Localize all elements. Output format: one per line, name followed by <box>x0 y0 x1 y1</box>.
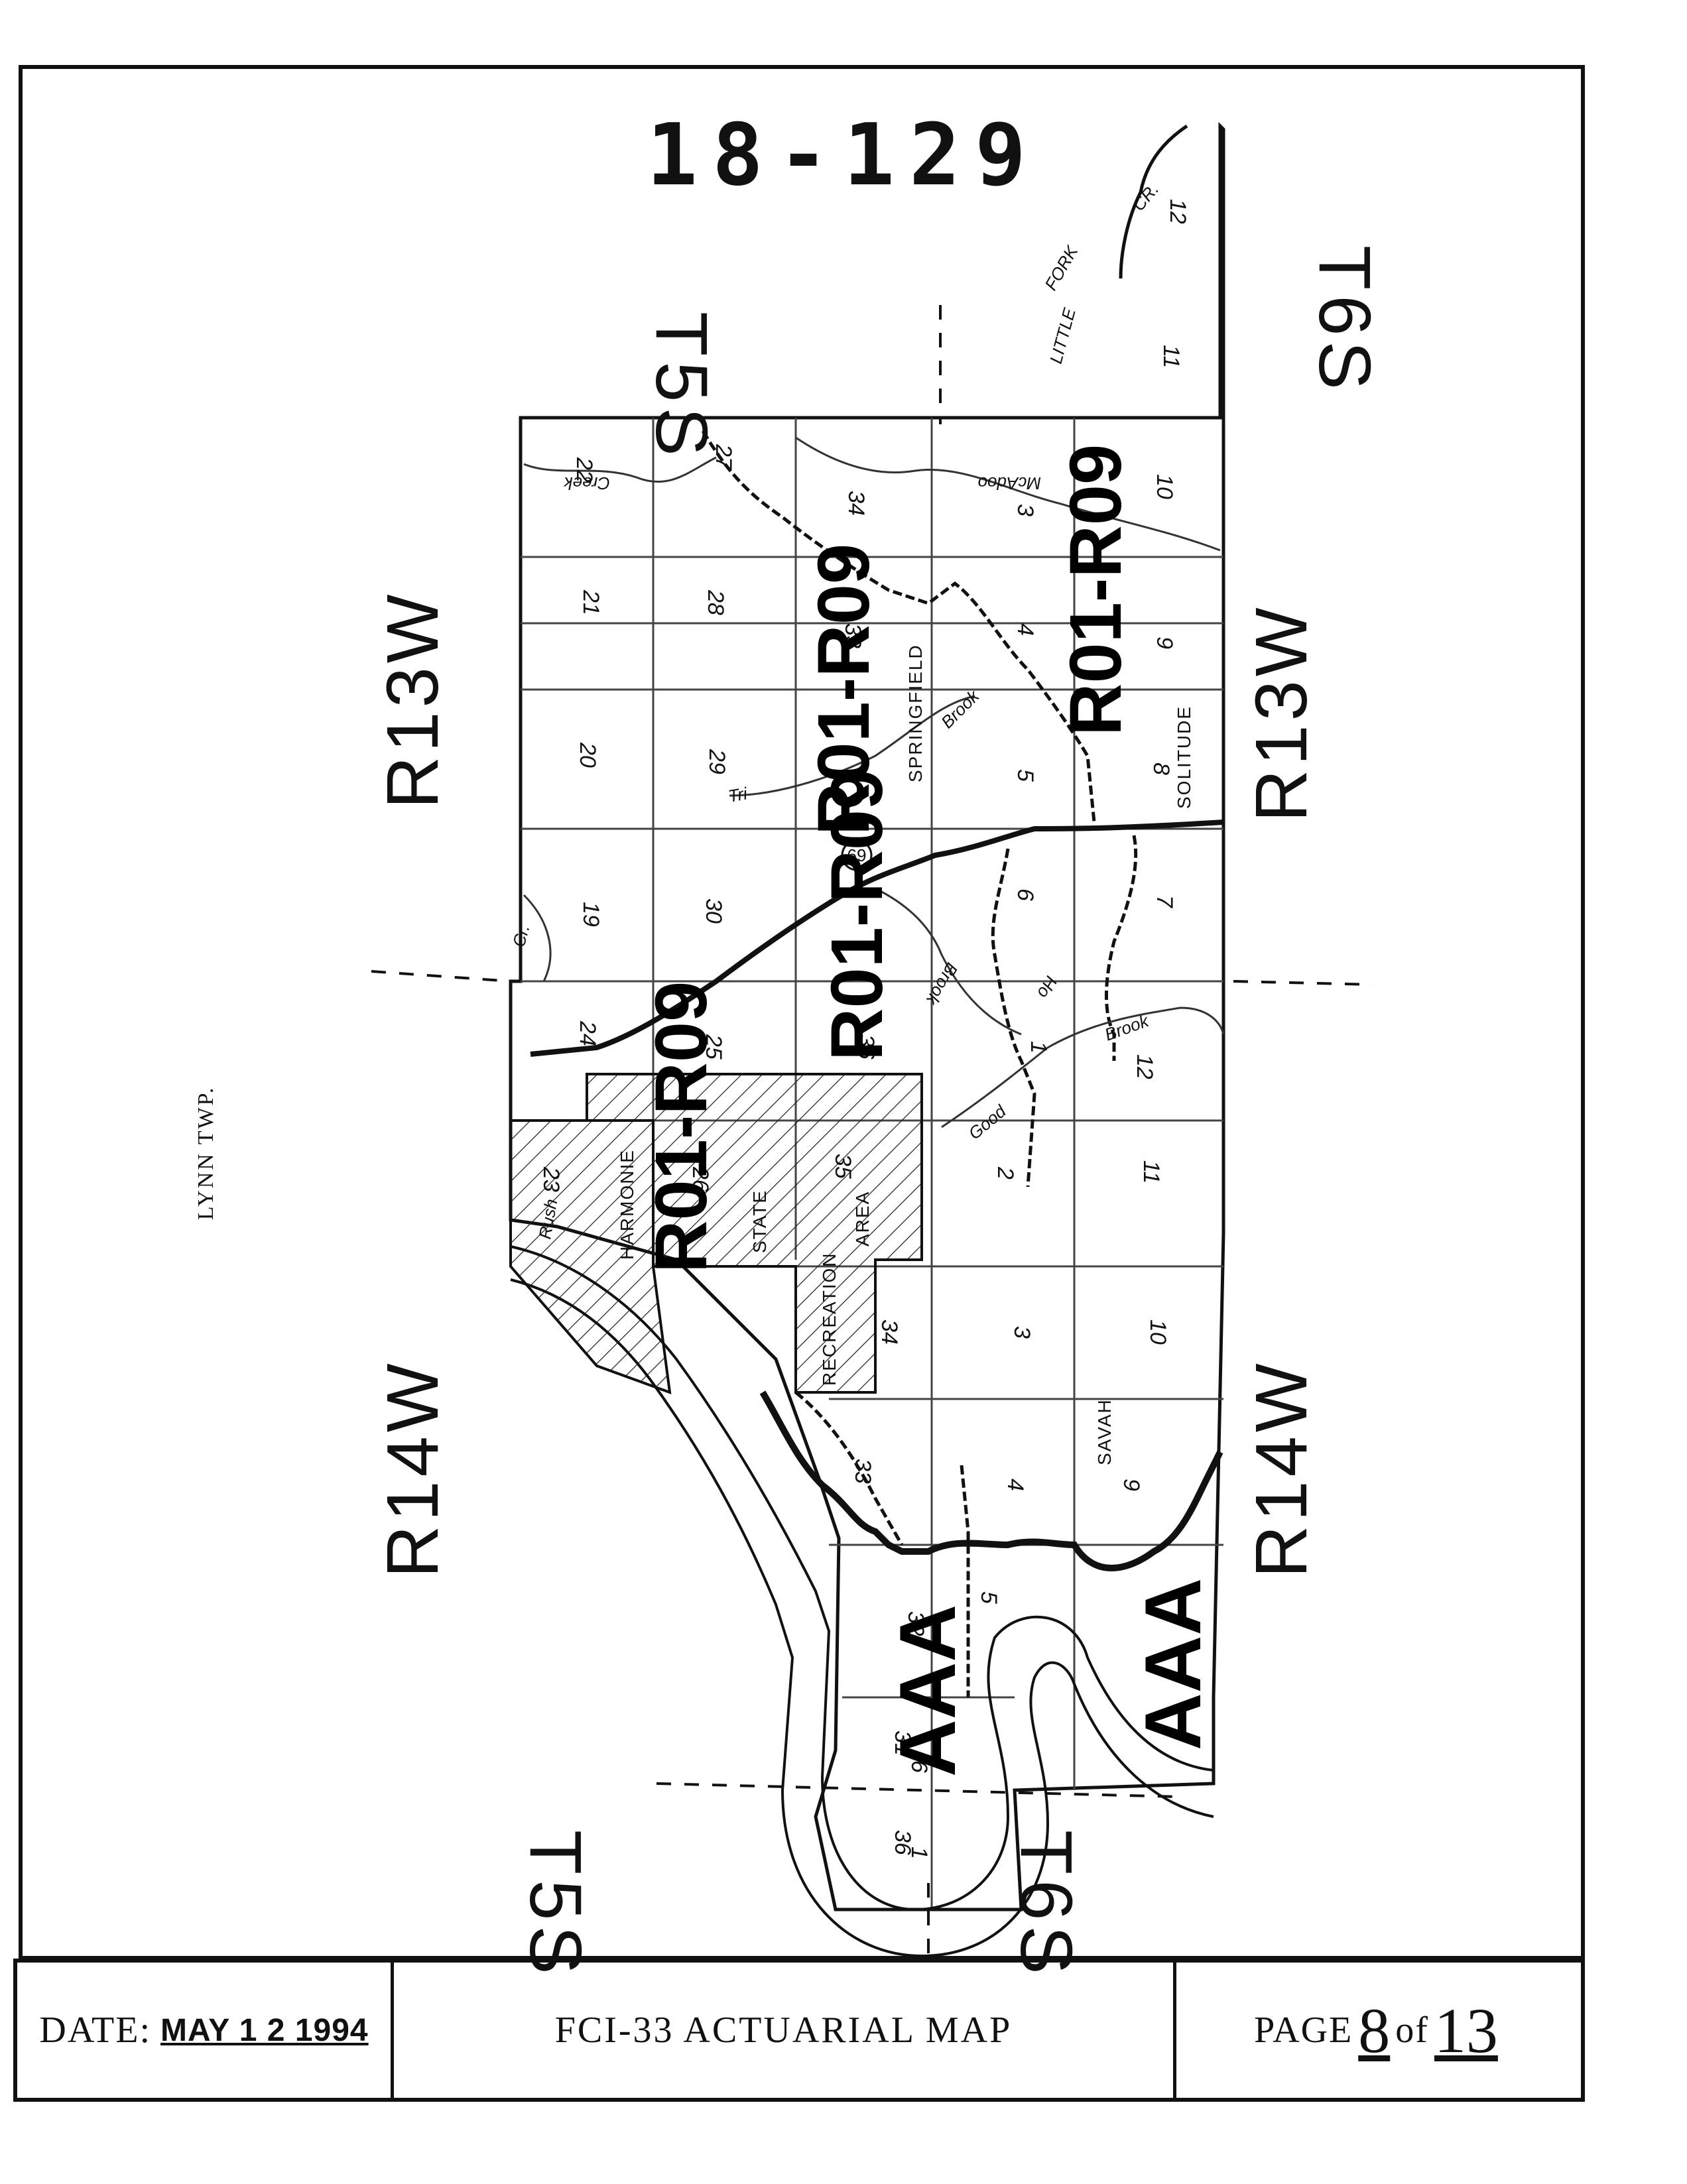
section-number: 36 <box>890 1830 915 1855</box>
zone-labels: R01-R09 R01-R09 R01-R09 R01-R09 AAA AAA <box>641 444 1218 1777</box>
section-number: 5 <box>976 1591 1001 1604</box>
place-solitude: SOLITUDE <box>1174 705 1194 809</box>
section-number: 9 <box>1152 637 1177 649</box>
map-frame <box>19 65 1585 1960</box>
page-total: 13 <box>1434 1994 1498 2066</box>
label-r14w-right: R14W <box>1241 1359 1322 1578</box>
section-number: 35 <box>830 1154 855 1179</box>
section-grid <box>521 418 1223 1910</box>
section-number: 36 <box>853 1034 879 1060</box>
section-number: 28 <box>703 589 728 615</box>
section-number: 3 <box>1009 1326 1034 1339</box>
zone-label-aaa: AAA <box>1129 1578 1218 1750</box>
section-number: 1 <box>1026 1041 1051 1054</box>
zone-label-r01-r09: R01-R09 <box>816 769 898 1061</box>
section-number: 12 <box>1132 1054 1157 1079</box>
section-number: 20 <box>575 742 600 768</box>
water-cr-2: Cr. <box>509 922 534 949</box>
footer-bar: DATE: MAY 1 2 1994 FCI-33 ACTUARIAL MAP … <box>13 1959 1585 2102</box>
section-number: 8 <box>1149 762 1174 775</box>
section-number: 6 <box>1013 888 1038 901</box>
section-number: 26 <box>688 1166 713 1192</box>
zone-label-r01-r09: R01-R09 <box>641 981 722 1273</box>
section-number: 9 <box>1119 1479 1144 1491</box>
section-number: 19 <box>578 902 603 927</box>
streams <box>523 436 1225 1128</box>
route-69-label: 69 <box>847 845 867 865</box>
route-69-shield: 69 <box>841 839 873 871</box>
footer-title-cell: FCI-33 ACTUARIAL MAP <box>394 1963 1176 2098</box>
section-number: 33 <box>850 1459 875 1484</box>
section-number: 21 <box>578 589 603 615</box>
page-of: of <box>1395 2010 1429 2051</box>
river <box>510 1245 1214 1958</box>
footer-date-cell: DATE: MAY 1 2 1994 <box>17 1963 394 2098</box>
label-r13w-left: R13W <box>372 590 454 809</box>
section-number: 23 <box>538 1166 564 1192</box>
place-state: STATE <box>749 1189 770 1253</box>
water-ho: Ho <box>1033 973 1062 1002</box>
section-number: 6 <box>906 1760 932 1773</box>
section-number: 24 <box>575 1020 600 1046</box>
section-number: 27 <box>711 444 736 470</box>
section-number: 1 <box>906 1847 932 1859</box>
section-number: 33 <box>840 623 865 648</box>
water-mcadoo: McAdoo <box>978 473 1041 493</box>
section-numbers: 22 27 34 3 10 11 12 21 28 33 4 9 20 29 5… <box>538 199 1190 1859</box>
label-r14w-left: R14W <box>372 1359 454 1578</box>
zone-label-aaa: AAA <box>883 1605 972 1777</box>
map-sheet-id: 18-129 <box>646 106 1041 205</box>
section-number: 11 <box>1158 345 1184 368</box>
section-number: 5 <box>1013 769 1038 782</box>
water-brook-3: Brook <box>1102 1010 1153 1045</box>
highway-69 <box>530 819 1224 1057</box>
page-label: PAGE <box>1254 2010 1353 2051</box>
section-number: 25 <box>701 1034 726 1060</box>
zone-label-r01-r09: R01-R09 <box>803 544 885 835</box>
section-number: 3 <box>1013 504 1038 516</box>
date-label: DATE: <box>39 2010 152 2051</box>
section-number: 32 <box>903 1611 928 1636</box>
water-brook-2: Brook <box>922 959 962 1010</box>
section-number: 4 <box>1003 1479 1028 1491</box>
township-lines <box>371 305 1373 1963</box>
section-number: 12 <box>1165 199 1190 224</box>
section-number: 4 <box>1013 623 1038 636</box>
place-names: SPRINGFIELD SOLITUDE SAVAH HARMONIE STAT… <box>617 644 1194 1465</box>
section-number: 11 <box>1139 1160 1164 1183</box>
place-recreation: RECREATION <box>819 1252 840 1386</box>
section-number: 34 <box>844 491 869 516</box>
section-number: 30 <box>701 898 726 924</box>
section-number: 29 <box>704 749 729 774</box>
section-number: 7 <box>1152 895 1177 908</box>
section-number: 2 <box>993 1166 1018 1180</box>
map-type-title: FCI-33 ACTUARIAL MAP <box>554 2010 1013 2051</box>
state-recreation-area <box>509 1073 923 1395</box>
county-roads <box>701 430 1138 1697</box>
section-number: 10 <box>1152 474 1177 499</box>
water-creek: Creek <box>563 473 610 493</box>
section-number: 31 <box>890 1730 915 1756</box>
section-number: 10 <box>1145 1319 1170 1345</box>
water-tri: Tri <box>727 783 749 806</box>
label-t5s-bottom: T5S <box>515 1830 596 1980</box>
aaa-boundary <box>759 1390 1223 1571</box>
place-harmonie: HARMONIE <box>617 1149 637 1260</box>
label-t6s-top: T6S <box>1304 245 1385 395</box>
date-value: MAY 1 2 1994 <box>160 2012 369 2048</box>
section-number: 22 <box>572 457 597 483</box>
water-fork: FORK <box>1040 241 1082 294</box>
footer-page-cell: PAGE 8 of 13 <box>1176 1963 1581 2098</box>
place-savah: SAVAH <box>1094 1398 1115 1465</box>
page-number: 8 <box>1358 1994 1391 2066</box>
place-area: AREA <box>852 1191 873 1246</box>
section-number: 34 <box>877 1319 902 1345</box>
water-little: LITTLE <box>1046 306 1080 366</box>
place-springfield: SPRINGFIELD <box>905 644 926 782</box>
zone-label-r01-r09: R01-R09 <box>1055 444 1137 736</box>
label-r13w-right: R13W <box>1241 603 1322 822</box>
